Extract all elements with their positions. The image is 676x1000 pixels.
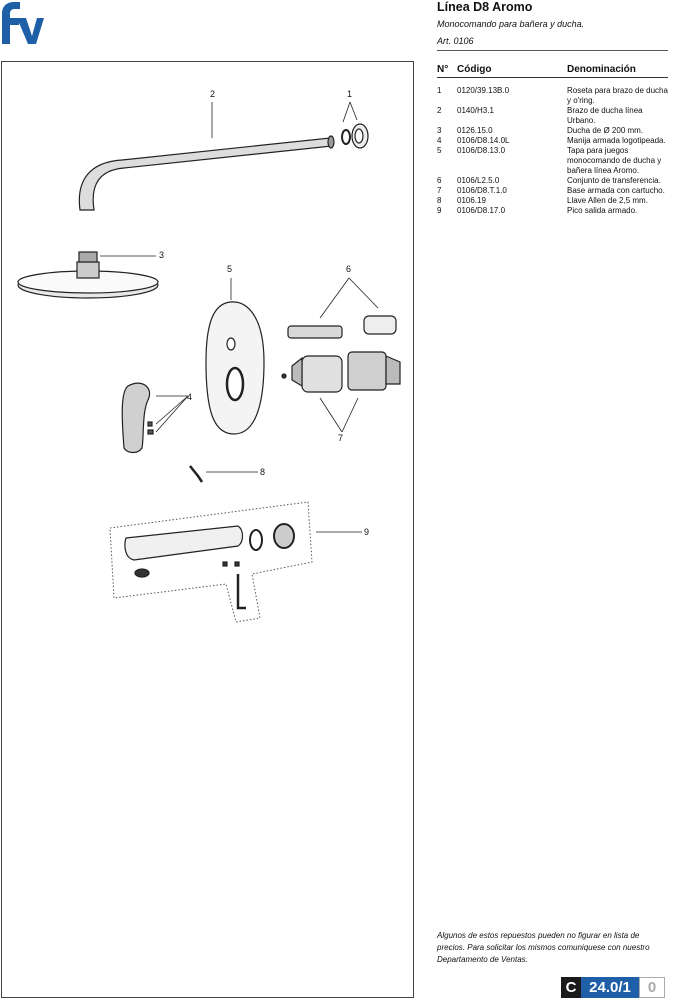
- callout-2: 2: [210, 89, 216, 99]
- part-name: Base armada con cartucho.: [567, 186, 665, 195]
- table-row: 5 0106/D8.13.0 Tapa para juegos monocoma…: [437, 146, 668, 176]
- table-row: 8 0106.19 Llave Allen de 2,5 mm.: [437, 196, 668, 206]
- diagram-drawing: [17, 101, 401, 623]
- callout-8: 8: [260, 467, 266, 477]
- table-header-row: N° Código Denominación: [437, 64, 668, 78]
- part-number: 8: [437, 196, 442, 205]
- fv-logo: [2, 2, 44, 44]
- revision-number: 0: [639, 977, 665, 998]
- table-row: 7 0106/D8.T.1.0 Base armada con cartucho…: [437, 186, 668, 196]
- part-code: 0106.19: [457, 196, 486, 205]
- part-name: Llave Allen de 2,5 mm.: [567, 196, 648, 205]
- part-number: 4: [437, 136, 442, 145]
- shower-arm-part: [78, 137, 333, 211]
- handle-part: [121, 382, 151, 454]
- part-name: Conjunto de transferencia.: [567, 176, 661, 185]
- diverter-part: [287, 325, 343, 339]
- column-header-name: Denominación: [567, 64, 668, 78]
- callout-4: 4: [187, 392, 193, 402]
- oring-part: [341, 129, 351, 145]
- allen-key-part: [189, 465, 204, 483]
- part-number: 3: [437, 126, 442, 135]
- parts-table: N° Código Denominación 1 0120/39.13B.0 R…: [437, 64, 668, 216]
- table-row: 2 0140/H3.1 Brazo de ducha línea Urbano.: [437, 106, 668, 126]
- column-header-code: Código: [457, 64, 567, 78]
- table-row: 3 0126.15.0 Ducha de Ø 200 mm.: [437, 126, 668, 136]
- part-name: Brazo de ducha línea Urbano.: [567, 106, 643, 125]
- callout-7: 7: [338, 433, 344, 443]
- table-row: 4 0106/D8.14.0L Manija armada logotipead…: [437, 136, 668, 146]
- callout-5: 5: [227, 264, 233, 274]
- part-name: Roseta para brazo de ducha y o'ring.: [567, 86, 668, 105]
- part-code: 0106/D8.17.0: [457, 206, 506, 215]
- part-code: 0126.15.0: [457, 126, 493, 135]
- section-letter: C: [561, 977, 581, 998]
- part-number: 1: [437, 86, 442, 95]
- table-row: 1 0120/39.13B.0 Roseta para brazo de duc…: [437, 78, 668, 107]
- header-divider: [437, 50, 668, 51]
- spout-part: [124, 525, 244, 561]
- callout-9: 9: [364, 527, 370, 537]
- part-number: 5: [437, 146, 442, 155]
- part-name: Ducha de Ø 200 mm.: [567, 126, 644, 135]
- page-number: 24.0/1: [581, 977, 639, 998]
- part-name: Tapa para juegos monocomando de ducha y …: [567, 146, 662, 175]
- table-row: 6 0106/L2.5.0 Conjunto de transferencia.: [437, 176, 668, 186]
- part-code: 0106/D8.T.1.0: [457, 186, 507, 195]
- column-header-number: N°: [437, 64, 457, 78]
- part-code: 0106/L2.5.0: [457, 176, 500, 185]
- article-number: Art. 0106: [437, 36, 474, 46]
- part-name: Pico salida armado.: [567, 206, 638, 215]
- callout-6: 6: [346, 264, 352, 274]
- part-number: 9: [437, 206, 442, 215]
- exploded-diagram: 2 1 3 5 6 4 7 8 9: [1, 61, 414, 998]
- part-name: Manija armada logotipeada.: [567, 136, 666, 145]
- part-number: 6: [437, 176, 442, 185]
- page-title: Línea D8 Aromo: [437, 0, 533, 14]
- part-code: 0106/D8.14.0L: [457, 136, 510, 145]
- part-code: 0106/D8.13.0: [457, 146, 506, 155]
- table-row: 9 0106/D8.17.0 Pico salida armado.: [437, 206, 668, 216]
- part-number: 7: [437, 186, 442, 195]
- callout-3: 3: [159, 250, 165, 260]
- page-tag: C 24.0/1 0: [561, 977, 665, 998]
- availability-note: Algunos de estos repuestos pueden no fig…: [437, 931, 650, 964]
- callout-1: 1: [347, 89, 353, 99]
- part-code: 0120/39.13B.0: [457, 86, 510, 95]
- product-subtitle: Monocomando para bañera y ducha.: [437, 19, 585, 29]
- part-number: 2: [437, 106, 442, 115]
- part-code: 0140/H3.1: [457, 106, 494, 115]
- base-cartridge-part: [301, 355, 343, 393]
